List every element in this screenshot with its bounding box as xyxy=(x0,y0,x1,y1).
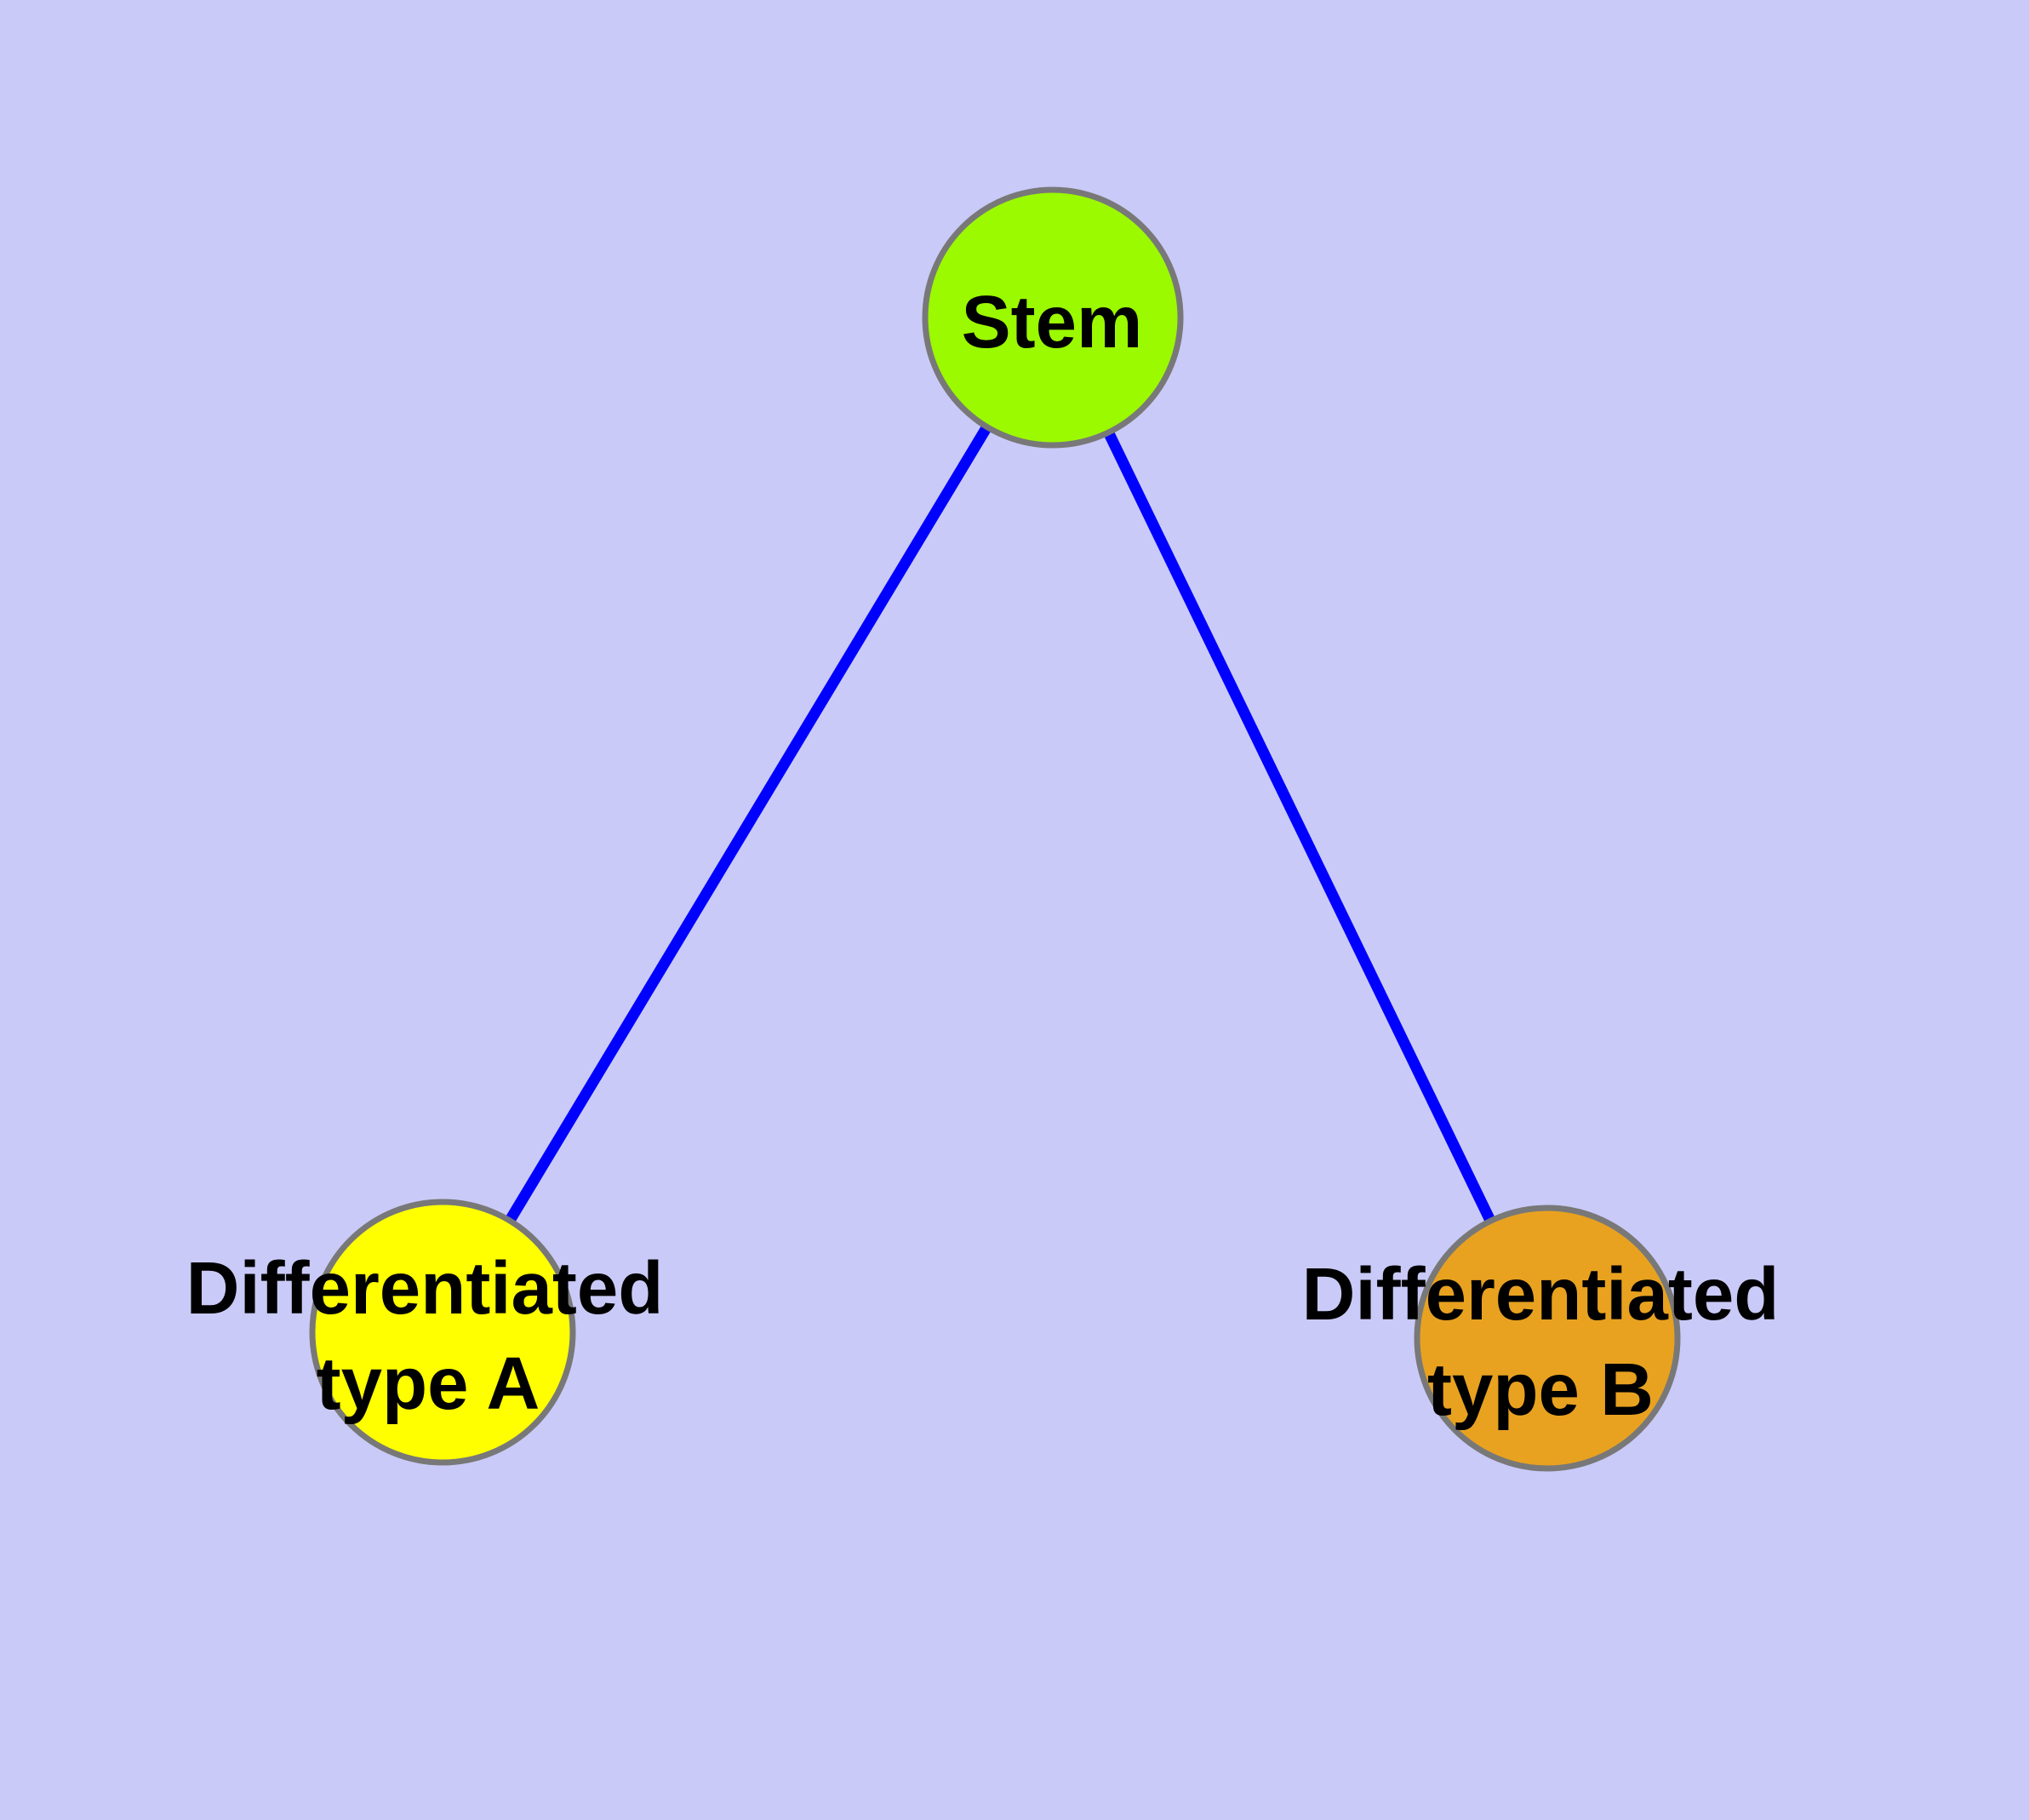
node-type-a-circle xyxy=(309,1199,576,1466)
edge-stem-to-type-a xyxy=(437,314,1058,1336)
node-type-b-label-line2: type B xyxy=(1427,1348,1654,1431)
node-type-a-label-line2: type A xyxy=(317,1342,540,1425)
edge-stem-to-type-b xyxy=(1048,315,1552,1341)
node-stem-label: Stem xyxy=(962,281,1143,363)
node-type-b-label-line1: Differentiated xyxy=(1302,1253,1780,1336)
node-stem-circle xyxy=(922,186,1184,449)
node-type-b-circle xyxy=(1414,1205,1681,1472)
node-type-a-label-line1: Differentiated xyxy=(186,1247,664,1330)
